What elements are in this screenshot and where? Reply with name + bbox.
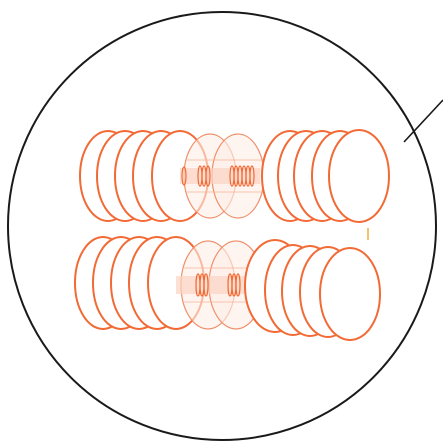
magnified-view-circle: [8, 12, 436, 440]
disc: [320, 248, 380, 340]
rod: [180, 168, 260, 184]
disc: [329, 130, 389, 222]
bottom-disc-stack: [75, 237, 380, 340]
callout-leader-line: [404, 100, 443, 142]
top-disc-stack: [80, 130, 389, 222]
marker-tick: [367, 228, 369, 240]
